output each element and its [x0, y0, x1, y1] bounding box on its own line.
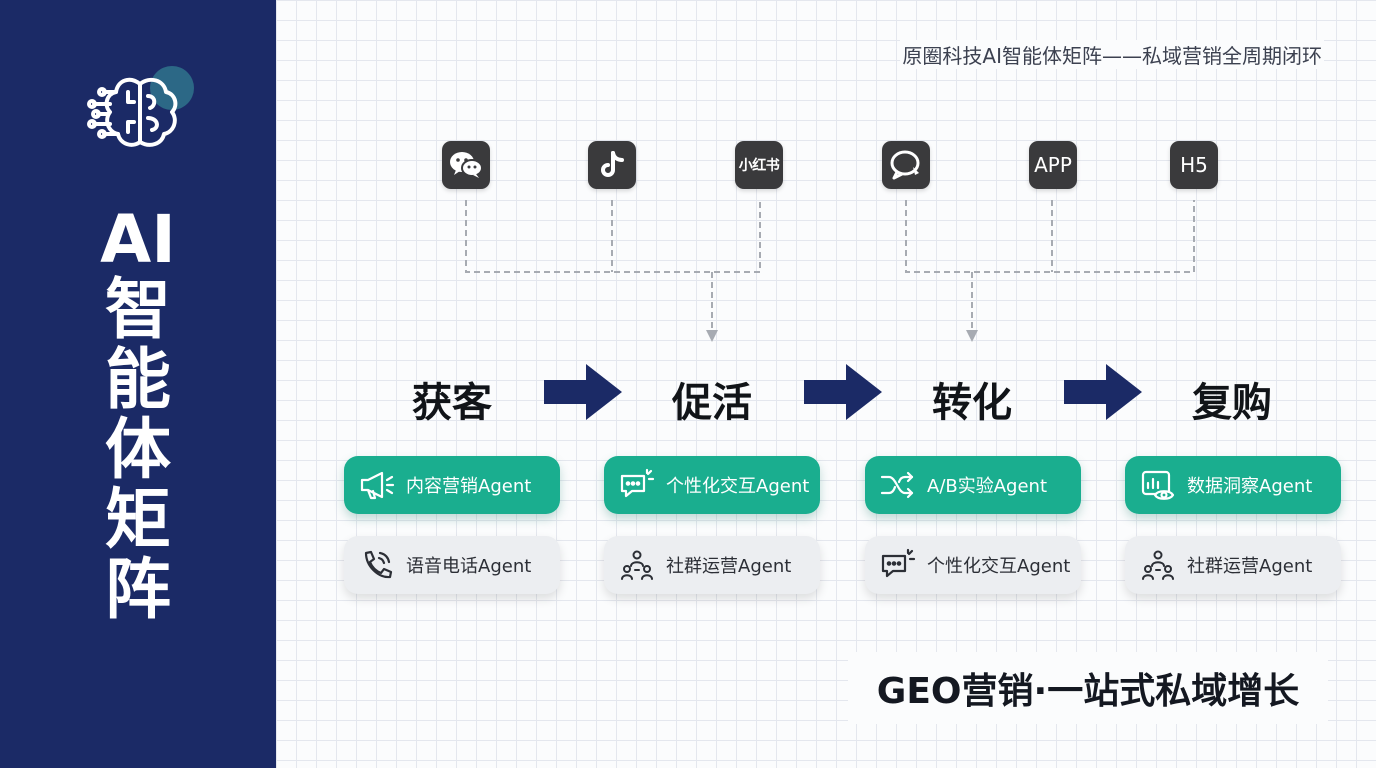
platform-douyin — [588, 141, 636, 189]
sidebar-title: AI智能体矩阵 — [100, 201, 176, 628]
platform-app: APP — [1029, 141, 1077, 189]
agent-personalized-interaction-2[interactable]: 个性化交互Agent — [865, 536, 1081, 594]
wechat-icon — [450, 152, 483, 178]
flow-arrow — [804, 364, 882, 420]
sidebar: AI智能体矩阵 — [0, 0, 276, 768]
stage-acquire: 获客 — [412, 380, 492, 426]
agent-label: 内容营销Agent — [406, 476, 532, 497]
chat-bubbles-icon — [881, 548, 916, 578]
h5-label: H5 — [1180, 153, 1208, 177]
agent-voice-call[interactable]: 语音电话Agent — [344, 536, 560, 594]
agent-label: A/B实验Agent — [927, 476, 1048, 497]
agent-community-ops[interactable]: 社群运营Agent — [604, 536, 820, 594]
platform-wecom — [882, 141, 930, 189]
platform-h5: H5 — [1170, 141, 1218, 189]
connector-right-group — [905, 200, 1195, 273]
platform-xiaohongshu: 小红书 — [735, 141, 783, 189]
agent-label: 数据洞察Agent — [1187, 476, 1313, 497]
page-title: 原圈科技AI智能体矩阵——私域营销全周期闭环 — [900, 40, 1324, 69]
agent-ab-test[interactable]: A/B实验Agent — [865, 456, 1081, 514]
connector-arrowhead — [706, 330, 718, 342]
tiktok-icon — [601, 151, 624, 177]
community-icon — [621, 550, 653, 580]
phone-icon — [364, 550, 393, 579]
megaphone-icon — [360, 471, 395, 500]
agent-label: 语音电话Agent — [406, 556, 532, 577]
flow-arrow — [1064, 364, 1142, 420]
agent-community-ops-2[interactable]: 社群运营Agent — [1125, 536, 1341, 594]
agent-label: 个性化交互Agent — [927, 556, 1071, 577]
connector-arrowhead — [966, 330, 978, 342]
app-label: APP — [1034, 153, 1072, 177]
brain-chip-icon — [87, 66, 194, 147]
data-insight-icon — [1141, 470, 1175, 500]
wecom-chat-icon — [890, 150, 920, 180]
agent-label: 个性化交互Agent — [666, 476, 810, 497]
shuffle-icon — [880, 471, 914, 499]
stage-convert: 转化 — [932, 380, 1012, 426]
agent-content-marketing[interactable]: 内容营销Agent — [344, 456, 560, 514]
agent-data-insight[interactable]: 数据洞察Agent — [1125, 456, 1341, 514]
bottom-slogan: GEO营销·一站式私域增长 — [848, 652, 1328, 724]
platform-wechat — [442, 141, 490, 189]
xiaohongshu-label: 小红书 — [738, 158, 780, 174]
agent-label: 社群运营Agent — [666, 556, 792, 577]
agent-label: 社群运营Agent — [1187, 556, 1313, 577]
agent-personalized-interaction[interactable]: 个性化交互Agent — [604, 456, 820, 514]
stage-activate: 促活 — [672, 380, 752, 426]
connector-left-group — [465, 200, 761, 273]
flow-arrow — [544, 364, 622, 420]
stage-repurchase: 复购 — [1192, 380, 1272, 426]
chat-bubbles-icon — [620, 468, 655, 498]
community-icon — [1142, 550, 1174, 580]
